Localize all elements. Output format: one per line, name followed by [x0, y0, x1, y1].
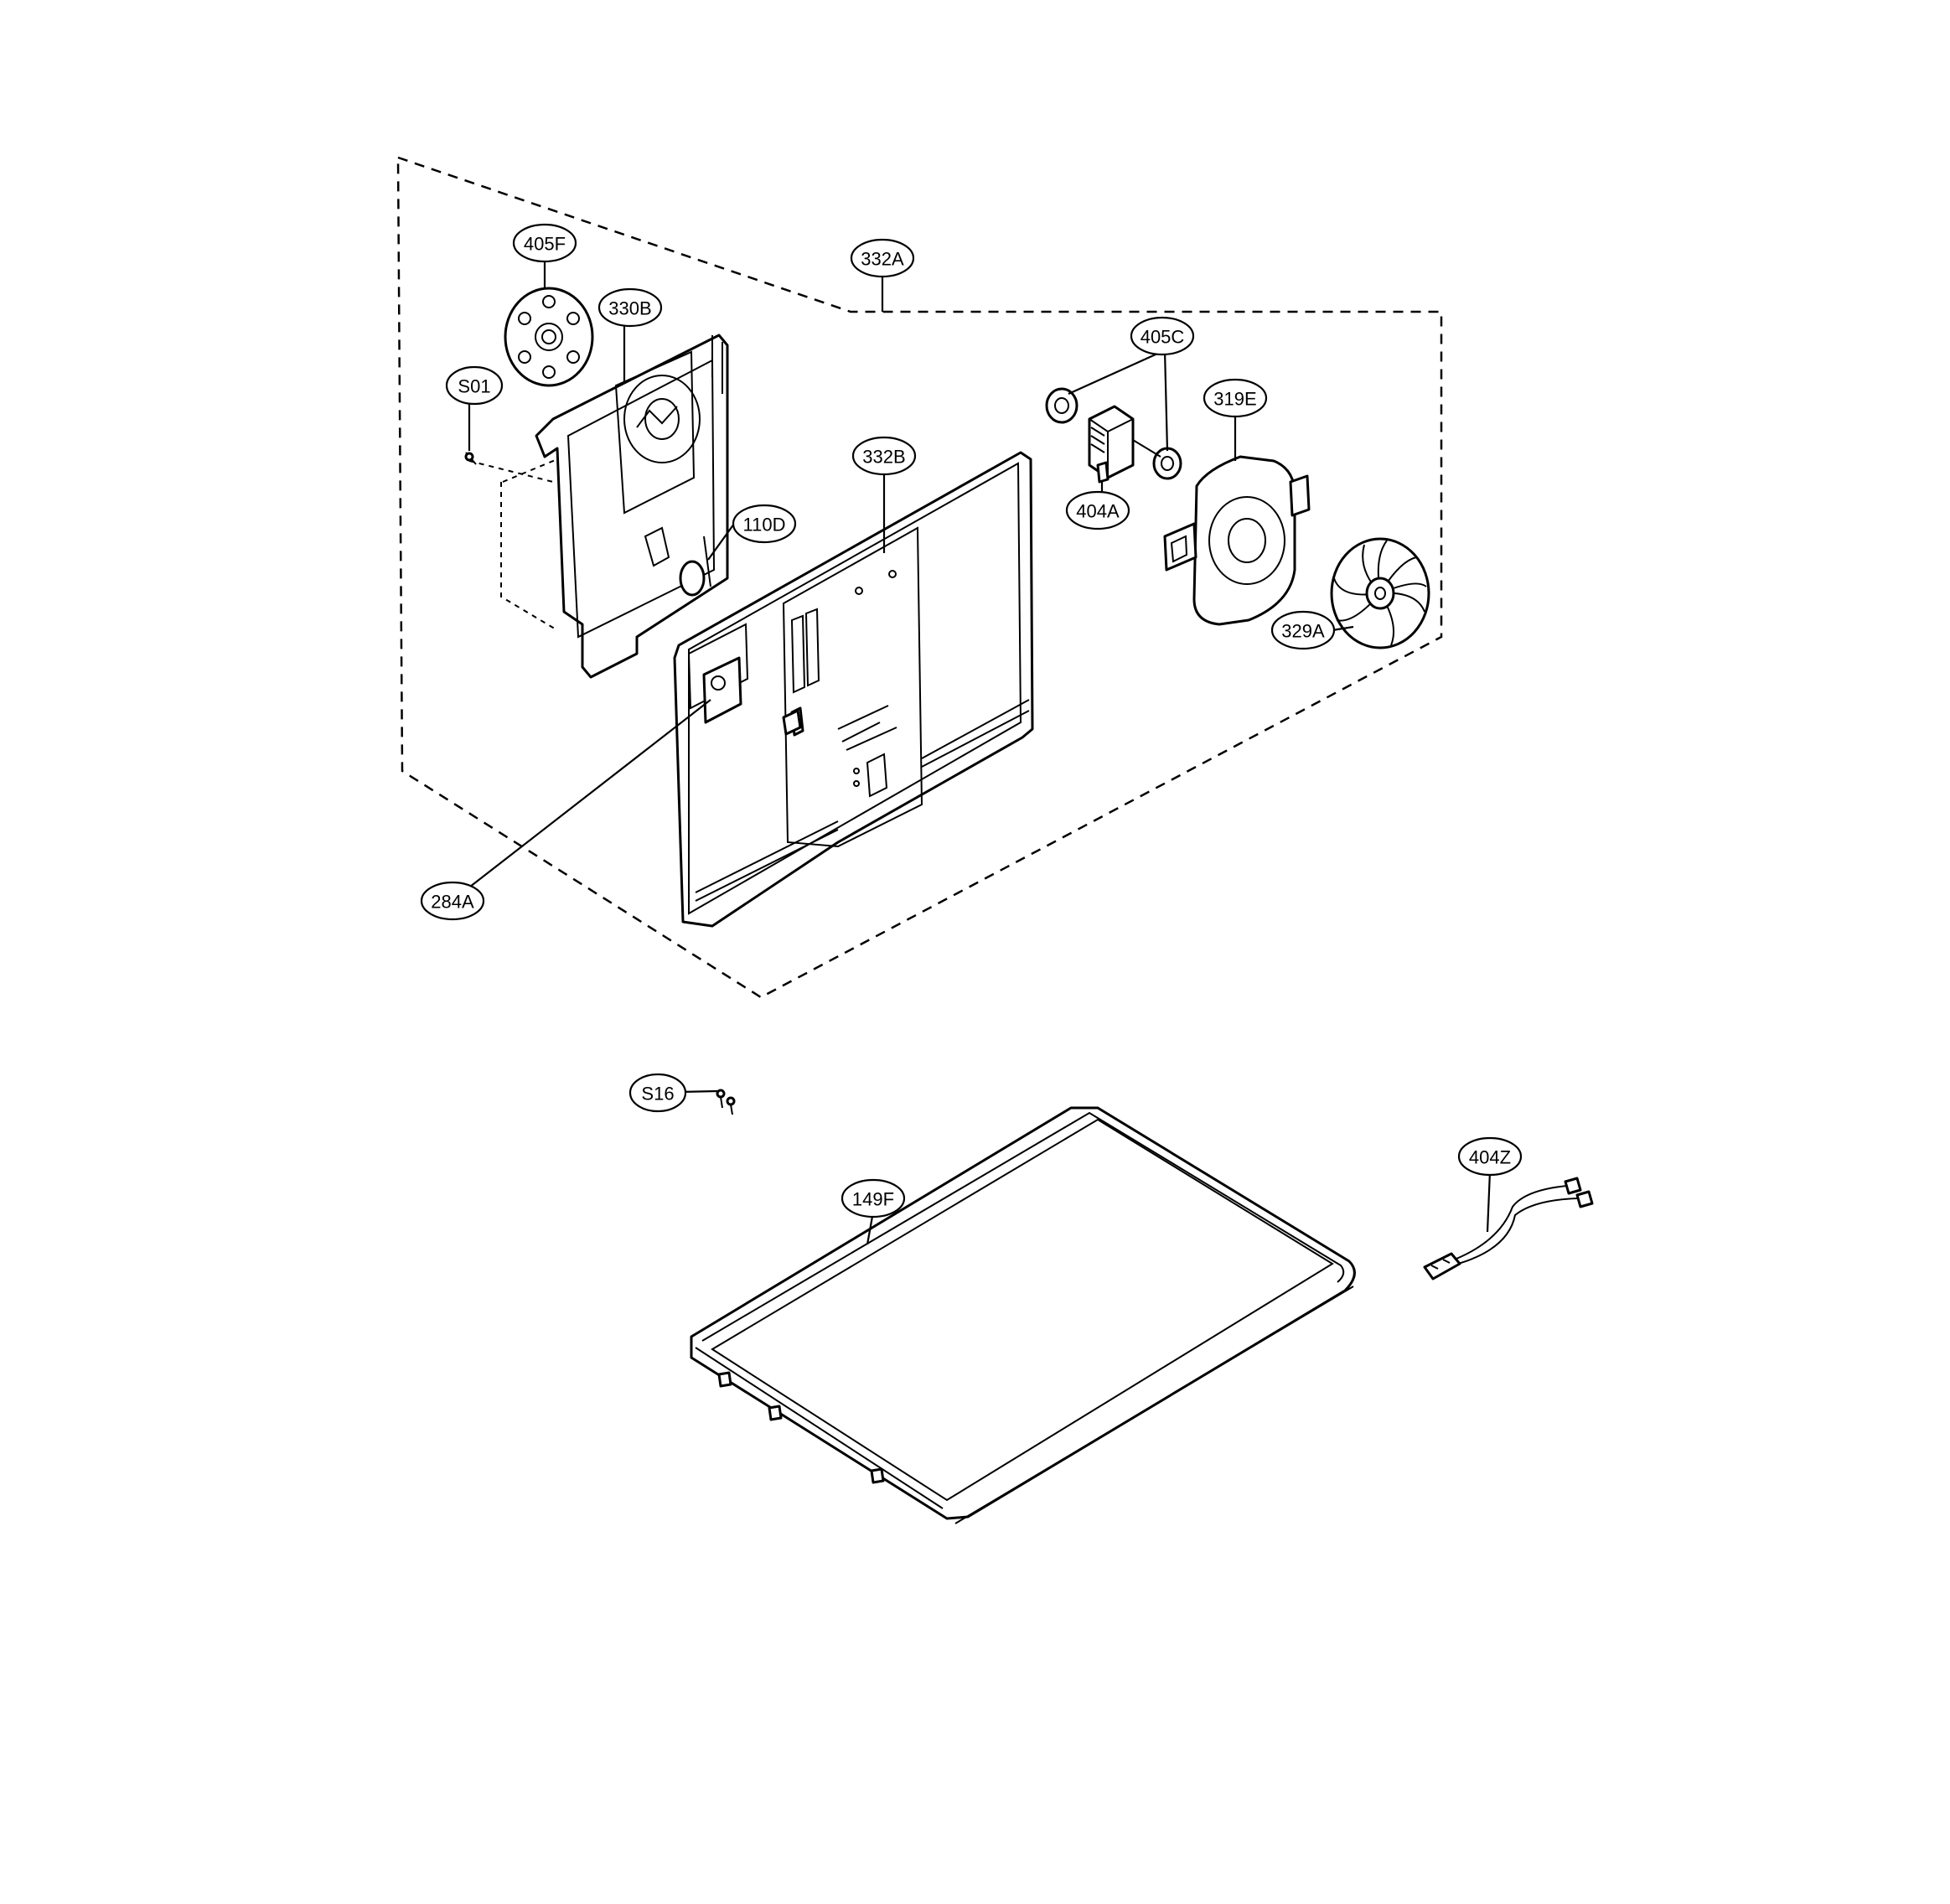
part-405F: [504, 287, 594, 387]
callout-405F-label: 405F: [524, 234, 566, 255]
part-S16: [716, 1089, 736, 1115]
callout-330B-label: 330B: [608, 298, 651, 319]
callout-S01-label: S01: [458, 376, 490, 397]
callout-330B: 330B: [597, 287, 663, 328]
part-S01: [464, 452, 477, 465]
callout-404Z-label: 404Z: [1469, 1147, 1511, 1168]
callout-332A-label: 332A: [861, 249, 904, 270]
part-284A: [782, 709, 802, 736]
part-404A: [1088, 405, 1161, 484]
projection-lines-S01: [468, 458, 558, 631]
callout-332B-label: 332B: [862, 447, 905, 468]
part-405C: [1045, 387, 1182, 480]
callout-284A: 284A: [420, 881, 485, 921]
callout-S16: S16: [628, 1073, 687, 1113]
callout-319E: 319E: [1203, 378, 1268, 418]
callout-329A-label: 329A: [1281, 621, 1325, 642]
callout-S01: S01: [445, 365, 504, 406]
callout-332A: 332A: [850, 238, 915, 278]
part-329A: [1330, 537, 1430, 649]
part-149F: [690, 1106, 1356, 1524]
callout-329A: 329A: [1270, 610, 1336, 650]
callout-404Z: 404Z: [1457, 1136, 1523, 1177]
part-330B: [535, 334, 729, 679]
callout-149F: 149F: [841, 1178, 906, 1218]
callout-405C-label: 405C: [1141, 327, 1185, 348]
callout-404A-label: 404A: [1076, 501, 1120, 522]
callout-332B: 332B: [851, 436, 917, 476]
callout-110D-label: 110D: [743, 515, 786, 536]
assembly-boundary-332A: [396, 156, 1443, 999]
callout-405F: 405F: [512, 223, 577, 263]
callout-149F-label: 149F: [852, 1189, 894, 1210]
part-319E: [1163, 455, 1311, 626]
part-404Z: [1423, 1177, 1594, 1281]
callout-S16-label: S16: [641, 1084, 674, 1105]
callout-284A-label: 284A: [431, 892, 474, 913]
callout-405C: 405C: [1130, 316, 1195, 356]
callout-110D: 110D: [732, 504, 797, 544]
callout-319E-label: 319E: [1213, 389, 1256, 410]
callout-404A: 404A: [1065, 490, 1130, 530]
